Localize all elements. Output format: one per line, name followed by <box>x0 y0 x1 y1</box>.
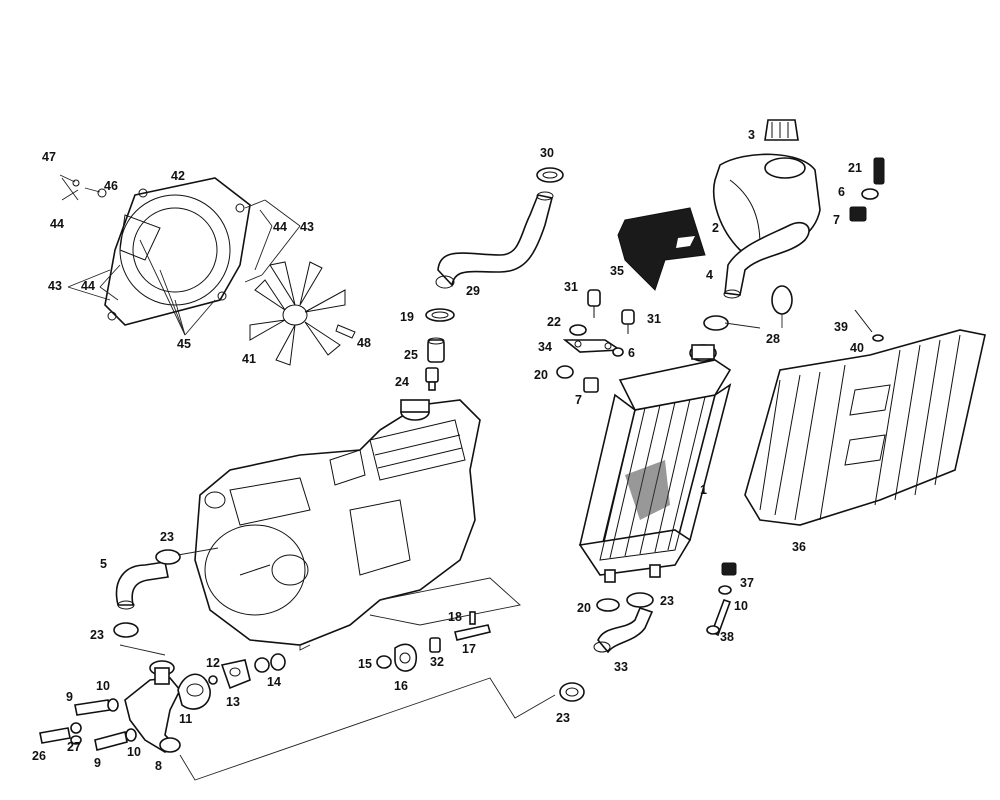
part-label: 20 <box>577 601 591 615</box>
part-label: 10 <box>734 599 748 613</box>
expansion-tank-drawing <box>713 119 821 299</box>
part-label: 31 <box>647 312 661 326</box>
part-label: 11 <box>179 712 192 726</box>
part-label: 10 <box>96 679 110 693</box>
part-label: 14 <box>267 675 281 689</box>
part-label: 25 <box>404 348 418 362</box>
part-label: 47 <box>42 150 56 164</box>
part-label: 28 <box>766 332 780 346</box>
part-label: 39 <box>834 320 848 334</box>
part-label: 45 <box>177 337 191 351</box>
part-label: 44 <box>81 279 95 293</box>
part-label: 34 <box>538 340 552 354</box>
part-label: 6 <box>628 346 635 360</box>
part-label: 24 <box>395 375 409 389</box>
part-label: 8 <box>155 759 162 773</box>
part-label: 9 <box>66 690 73 704</box>
part-label: 20 <box>534 368 548 382</box>
radiator-grille-drawing <box>744 309 986 526</box>
fan-shroud-drawing <box>59 174 266 326</box>
part-label: 13 <box>226 695 240 709</box>
part-label: 46 <box>104 179 118 193</box>
part-label: 17 <box>462 642 476 656</box>
part-label: 22 <box>547 315 561 329</box>
part-label: 1 <box>700 483 707 497</box>
hose-29-drawing <box>435 167 564 289</box>
part-label: 4 <box>706 268 713 282</box>
part-label: 33 <box>614 660 628 674</box>
part-label: 30 <box>540 146 554 160</box>
part-label: 6 <box>838 185 845 199</box>
part-label: 26 <box>32 749 46 763</box>
part-label: 5 <box>100 557 107 571</box>
part-label: 3 <box>748 128 755 142</box>
part-label: 36 <box>792 540 806 554</box>
part-label: 16 <box>394 679 408 693</box>
part-label: 32 <box>430 655 444 669</box>
engine-drawing <box>194 399 521 651</box>
part-label: 41 <box>242 352 256 366</box>
part-number-labels: 1 2 3 4 5 6 6 7 7 8 9 9 10 10 10 11 12 1… <box>32 128 864 773</box>
part-label: 15 <box>358 657 372 671</box>
part-label: 42 <box>171 169 185 183</box>
part-label: 7 <box>833 213 840 227</box>
part-label: 7 <box>575 393 582 407</box>
part-label: 31 <box>564 280 578 294</box>
part-label: 44 <box>50 217 64 231</box>
part-label: 37 <box>740 576 754 590</box>
part-label: 23 <box>660 594 674 608</box>
part-label: 10 <box>127 745 141 759</box>
water-pump-parts-drawing <box>39 644 556 781</box>
clamp-19-tstat-25-24-drawing <box>425 308 455 391</box>
part-label: 23 <box>160 530 174 544</box>
pump-shaft-parts-drawing <box>376 611 491 672</box>
part-label: 18 <box>448 610 462 624</box>
part-label: 29 <box>466 284 480 298</box>
tank-hardware-drawing <box>703 157 885 331</box>
part-label: 23 <box>556 711 570 725</box>
cooling-fan-drawing <box>249 261 356 366</box>
part-label: 23 <box>90 628 104 642</box>
part-label: 48 <box>357 336 371 350</box>
part-label: 43 <box>48 279 62 293</box>
part-label: 35 <box>610 264 624 278</box>
part-label: 43 <box>300 220 314 234</box>
lower-hose-parts-drawing <box>559 562 737 702</box>
part-label: 2 <box>712 221 719 235</box>
part-label: 9 <box>94 756 101 770</box>
mounting-bracket-drawing <box>556 289 635 393</box>
part-label: 12 <box>206 656 220 670</box>
hose-5-drawing <box>113 547 219 638</box>
part-label: 40 <box>850 341 864 355</box>
bracket-35-drawing <box>617 207 706 291</box>
part-label: 19 <box>400 310 414 324</box>
part-label: 27 <box>67 740 81 754</box>
part-label: 21 <box>848 161 862 175</box>
part-label: 44 <box>273 220 287 234</box>
label-leaders <box>61 177 783 336</box>
radiator-drawing <box>578 344 732 583</box>
part-label: 38 <box>720 630 734 644</box>
